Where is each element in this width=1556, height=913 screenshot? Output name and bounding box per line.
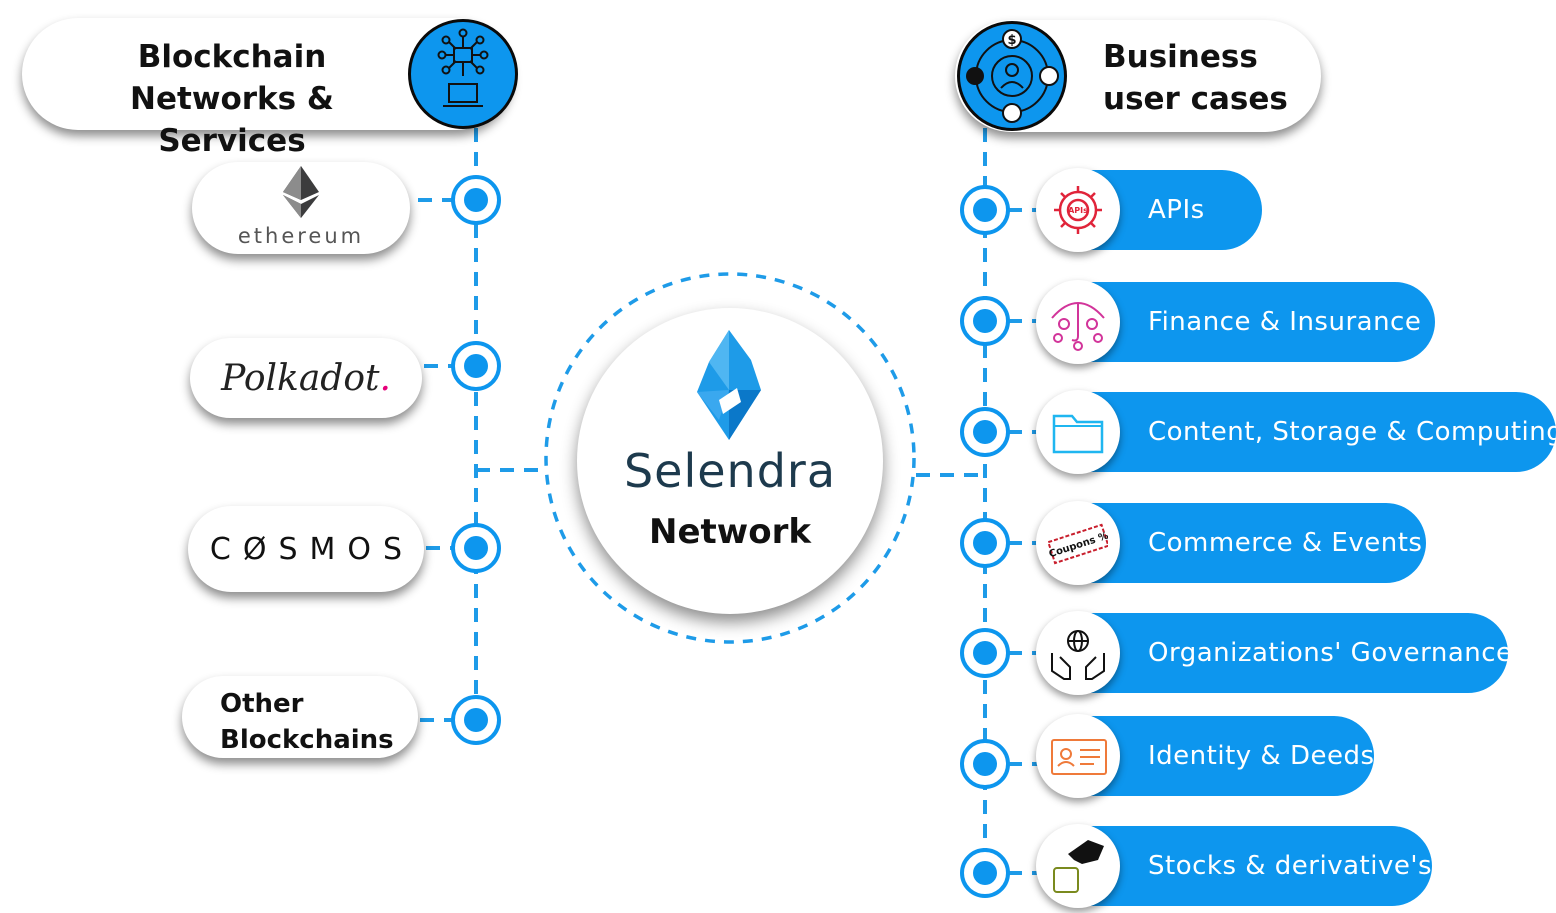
use-case-label: Finance & Insurance [1148,307,1422,337]
right-nodes [960,185,1010,898]
blockchain-header-line1: Blockchain [137,39,327,75]
use-case-content-storage-computing: Content, Storage & Computing [1036,390,1556,474]
other-blockchains-pill: Other Blockchains [182,676,418,758]
use-case-label: Identity & Deeds [1148,741,1375,771]
coupon-icon: Coupons % [1036,501,1120,585]
id-card-icon [1036,714,1120,798]
svg-text:$: $ [1007,33,1016,48]
selendra-name: Selendra [623,444,837,498]
other-line1: Other [220,689,304,719]
use-case-apis: APIs APIs [1036,168,1262,252]
umbrella-coins-icon [1036,280,1120,364]
use-case-identity-deeds: Identity & Deeds [1036,714,1375,798]
use-case-label: Organizations' Governance [1148,638,1513,668]
business-user-icon: $ [957,21,1067,131]
ethereum-logo-icon [283,166,319,218]
business-use-cases-header: $ Business user cases [955,20,1321,132]
use-case-commerce-events: Coupons % Commerce & Events [1036,501,1426,585]
selendra-network-label: Network [649,512,811,552]
folder-icon [1036,390,1120,474]
cosmos-pill: CØSMOS [188,506,424,592]
use-case-label: APIs [1148,195,1205,225]
cosmos-label: CØSMOS [209,531,415,567]
business-header-line2: user cases [1103,81,1288,117]
left-nodes [451,175,501,745]
use-case-label: Content, Storage & Computing [1148,417,1556,447]
use-case-stocks-derivatives: Stocks & derivative's [1036,824,1433,908]
ethereum-pill: ethereum [192,162,410,254]
other-blockchains-label: Other Blockchains [182,676,418,758]
business-header-line1: Business [1103,39,1258,75]
blockchain-network-icon [408,19,518,129]
other-line2: Blockchains [220,725,394,755]
polkadot-label: Polkadot [221,357,380,399]
polkadot-dot: . [379,357,391,399]
hand-box-icon [1036,824,1120,908]
polkadot-pill: Polkadot. [190,338,422,418]
use-case-label: Commerce & Events [1148,528,1423,558]
apis-icon-text: APIs [1068,206,1088,215]
use-case-label: Stocks & derivative's [1148,851,1433,881]
selendra-flame-logo-icon [697,330,761,440]
api-gear-icon: APIs [1036,168,1120,252]
hands-globe-icon [1036,611,1120,695]
blockchain-header-title: Blockchain Networks & Services [62,36,402,162]
ethereum-label: ethereum [237,224,365,248]
selendra-network-hub: Selendra Network [577,308,883,614]
blockchain-header-line2: Networks & Services [130,81,334,159]
use-case-organizations-governance: Organizations' Governance [1036,611,1512,695]
blockchain-networks-header: Blockchain Networks & Services [22,18,518,159]
business-header-title: Business user cases [1103,36,1288,120]
use-case-finance-insurance: Finance & Insurance [1036,280,1435,364]
